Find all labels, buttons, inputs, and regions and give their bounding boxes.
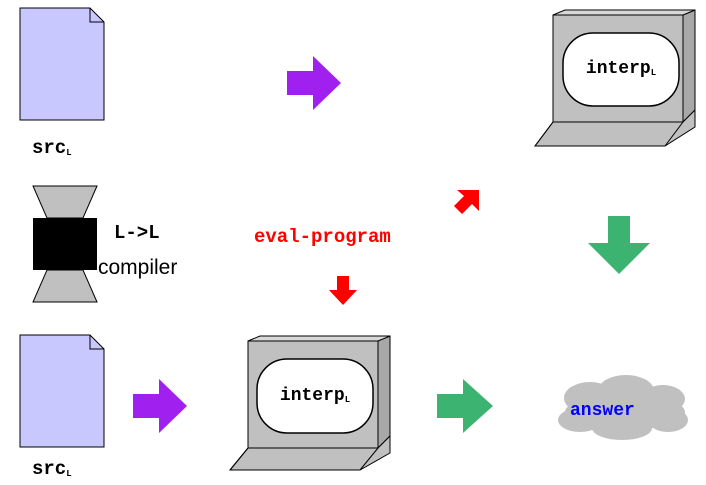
src-label-bottom: srcL [32,458,72,480]
answer-label: answer [570,401,635,421]
src-label-top: srcL [32,137,72,159]
eval-program-label: eval-program [254,226,391,248]
interp-label-bottom: interpL [279,386,351,406]
compiler-word-label: compiler [98,256,178,279]
compiler-language-label: L->L [114,222,160,244]
interp-label-top: interpL [585,59,657,79]
